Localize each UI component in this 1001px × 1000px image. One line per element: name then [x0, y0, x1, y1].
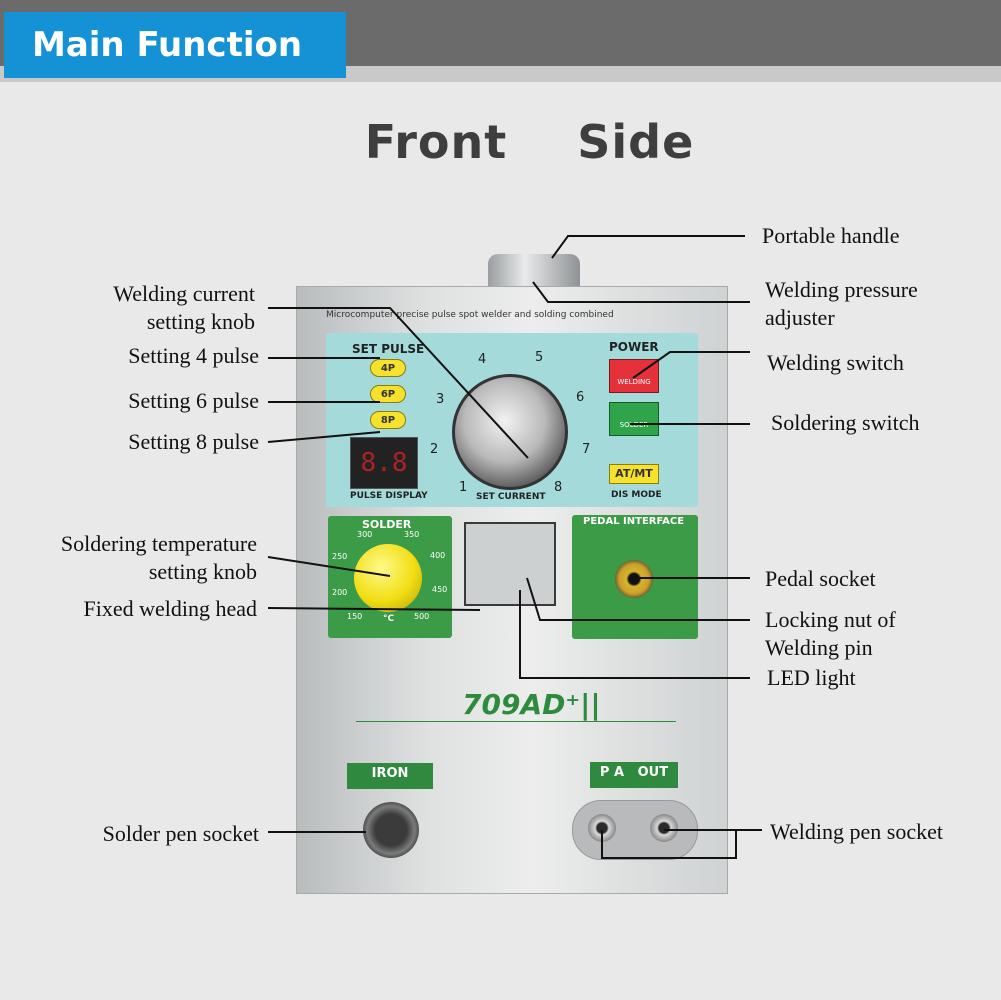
set-current-label: SET CURRENT	[476, 492, 546, 502]
label-portable-handle: Portable handle	[762, 223, 900, 248]
temp-tick-400: 400	[430, 551, 446, 560]
fixed-head-line	[267, 607, 481, 611]
label-led-light: LED light	[767, 665, 856, 690]
temp-tick-150: 150	[347, 612, 363, 621]
page-title: Front Side	[364, 115, 695, 169]
iron-tag: IRON	[347, 763, 433, 789]
current-tick-7: 7	[582, 442, 591, 457]
welding-current-knob[interactable]	[452, 374, 568, 490]
temp-knob-line	[267, 556, 391, 577]
label-soldering-switch: Soldering switch	[771, 410, 920, 435]
temp-tick-300: 300	[357, 530, 373, 539]
pa-out-tag: P A OUT	[590, 762, 678, 788]
pulse-display-label: PULSE DISPLAY	[350, 491, 428, 501]
dis-mode-label: DIS MODE	[611, 490, 662, 500]
set-pulse-label: SET PULSE	[352, 342, 425, 356]
pulse-8-button[interactable]: 8P	[370, 411, 406, 429]
temp-tick-350: 350	[404, 530, 420, 539]
label-solder-pen: Solder pen socket	[102, 821, 259, 846]
label-temp-knob: Soldering temperature setting knob	[60, 531, 257, 584]
brand-logo: 709AD⁺||	[462, 688, 601, 721]
solder-pen-socket[interactable]	[363, 802, 419, 858]
device-subtitle: Microcomputer precise pulse spot welder …	[326, 310, 614, 320]
label-pulse4: Setting 4 pulse	[128, 343, 259, 368]
temp-tick-250: 250	[332, 552, 348, 561]
label-pressure-adjuster: Welding pressure adjuster	[765, 277, 918, 330]
label-pulse8: Setting 8 pulse	[128, 429, 259, 454]
current-tick-8: 8	[554, 480, 563, 495]
power-label: POWER	[609, 340, 659, 354]
current-tick-2: 2	[430, 442, 439, 457]
label-welding-pen: Welding pen socket	[770, 819, 943, 844]
brand-underline	[356, 721, 676, 722]
current-tick-1: 1	[459, 480, 468, 495]
current-tick-3: 3	[436, 392, 445, 407]
welding-switch[interactable]: WELDING	[609, 359, 659, 393]
temp-unit: °C	[383, 614, 395, 624]
led-light-line	[519, 590, 750, 679]
pulse-6-button[interactable]: 6P	[370, 385, 406, 403]
locking-nut-line	[526, 577, 750, 621]
temp-tick-200: 200	[332, 588, 348, 597]
current-tick-6: 6	[576, 390, 585, 405]
label-locking-nut: Locking nut of Welding pin	[765, 607, 896, 660]
welding-pen-socket-right[interactable]	[650, 814, 678, 842]
solder-label: SOLDER	[362, 518, 412, 531]
temp-tick-500: 500	[414, 612, 430, 621]
welding-switch-line	[632, 351, 750, 379]
atmt-button[interactable]: AT/MT	[609, 464, 659, 484]
fixed-welding-head	[464, 522, 556, 606]
pedal-interface-label: PEDAL INTERFACE	[583, 516, 685, 527]
pulse-display: 8.8	[350, 437, 418, 489]
section-badge: Main Function	[4, 12, 346, 78]
pulse-4-button[interactable]: 4P	[370, 359, 406, 377]
portable-handle-line	[551, 235, 745, 259]
current-tick-5: 5	[535, 350, 544, 365]
label-fixed-head: Fixed welding head	[83, 596, 257, 621]
label-current-knob: Welding current setting knob	[113, 281, 255, 334]
label-pedal-socket: Pedal socket	[765, 566, 876, 591]
pulse8-line	[267, 431, 381, 443]
pressure-adjuster-line	[532, 281, 750, 303]
current-tick-4: 4	[478, 352, 487, 367]
welding-pen-line	[601, 829, 762, 859]
current-knob-line	[268, 307, 529, 459]
label-welding-switch: Welding switch	[767, 350, 904, 375]
temp-tick-450: 450	[432, 585, 448, 594]
label-pulse6: Setting 6 pulse	[128, 388, 259, 413]
soldering-temperature-knob[interactable]	[354, 544, 422, 612]
